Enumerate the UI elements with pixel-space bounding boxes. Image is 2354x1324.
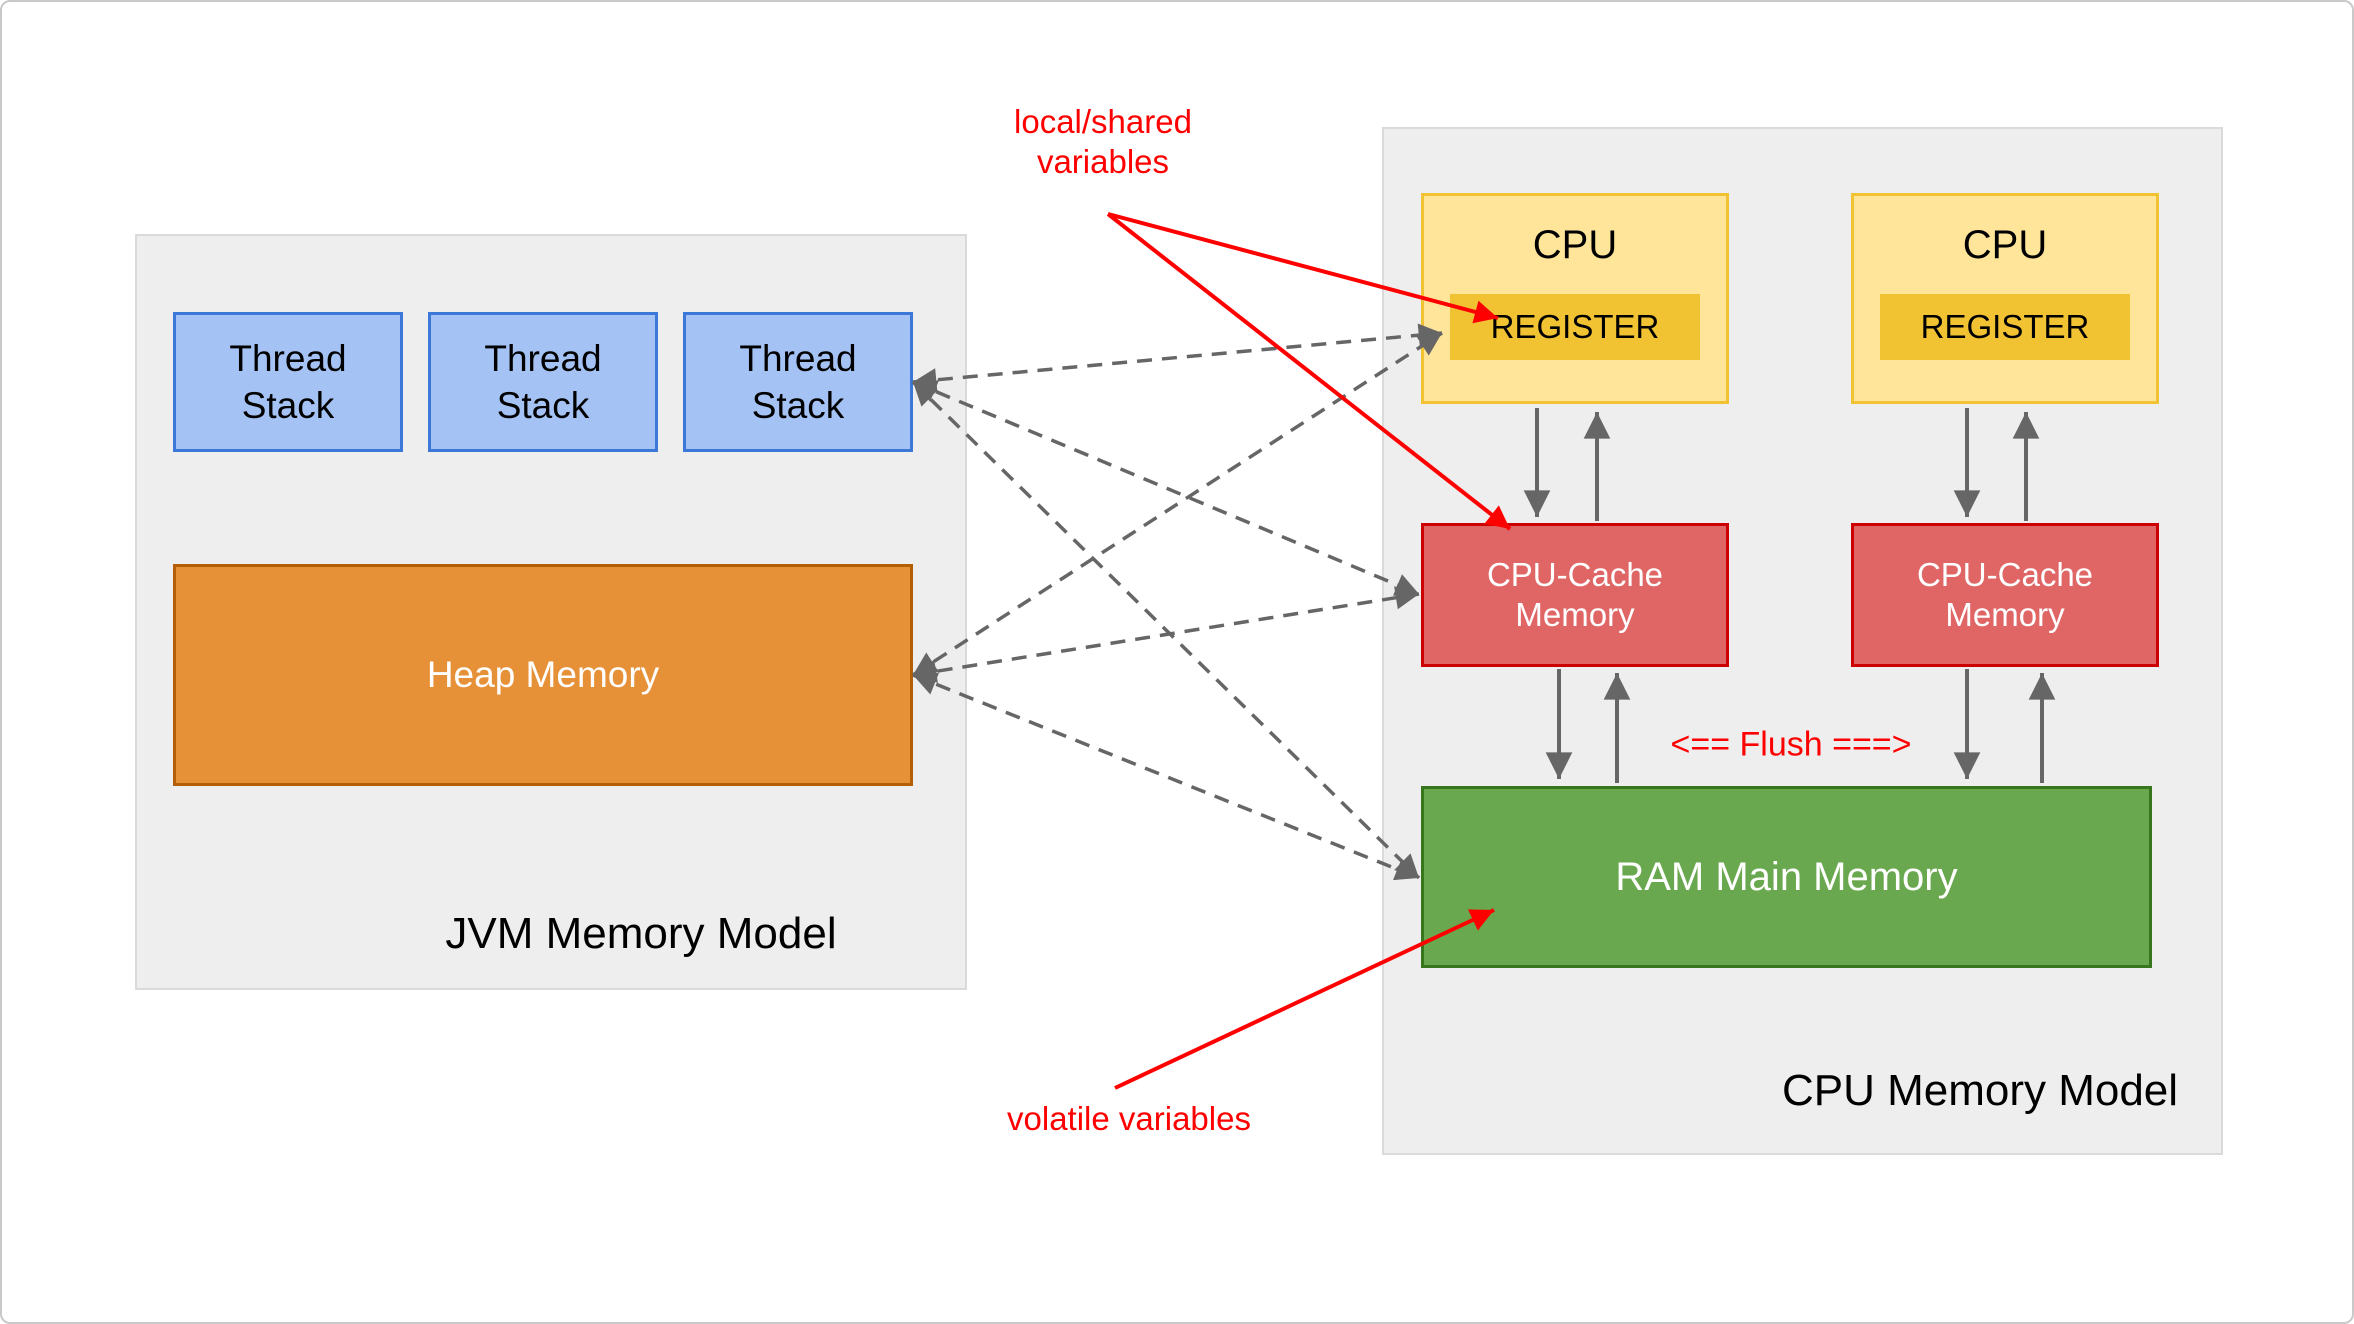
ram-main-memory-box: RAM Main Memory: [1421, 786, 2152, 968]
cpu-label: CPU: [1532, 222, 1618, 267]
dashed-arrow-heap-register: [912, 331, 1443, 677]
flush-label: <== Flush ===>: [1670, 725, 1912, 764]
register-box-1: REGISTER: [1450, 294, 1700, 360]
jvm-panel-title: JVM Memory Model: [445, 909, 837, 958]
register-label: REGISTER: [1920, 308, 2090, 345]
heap-memory-label: Heap Memory: [426, 654, 660, 695]
thread-stack-label: Thread Stack: [739, 338, 857, 426]
cpu-cache-label: CPU-Cache Memory: [1916, 556, 2094, 633]
cpu-cache-box-2: CPU-Cache Memory: [1851, 523, 2159, 667]
cpu-panel-title: CPU Memory Model: [1781, 1066, 2179, 1115]
thread-stack-label: Thread Stack: [229, 338, 347, 426]
thread-stack-box-2: Thread Stack: [428, 312, 658, 452]
cpu-box-2: CPU REGISTER: [1851, 193, 2159, 404]
heap-memory-box: Heap Memory: [173, 564, 913, 786]
cpu-box-1: CPU REGISTER: [1421, 193, 1729, 404]
thread-stack-label: Thread Stack: [484, 338, 602, 426]
cpu-cache-box-1: CPU-Cache Memory: [1421, 523, 1729, 667]
dashed-arrow-heap-cache: [912, 586, 1420, 683]
dashed-arrow-heap-ram: [912, 672, 1420, 881]
dashed-arrow-threadstack-cache: [912, 380, 1420, 596]
register-label: REGISTER: [1490, 308, 1660, 345]
dashed-connections: [911, 323, 1443, 881]
register-box-2: REGISTER: [1880, 294, 2130, 360]
annotation-volatile-variables: volatile variables: [1007, 1100, 1251, 1137]
dashed-arrow-threadstack-register: [912, 323, 1443, 392]
cpu-label: CPU: [1962, 222, 2048, 267]
thread-stack-box-1: Thread Stack: [173, 312, 403, 452]
cpu-cache-label: CPU-Cache Memory: [1486, 556, 1664, 633]
annotation-local-shared-variables: local/shared variables: [1014, 103, 1192, 180]
ram-main-memory-label: RAM Main Memory: [1615, 854, 1958, 899]
thread-stack-box-3: Thread Stack: [683, 312, 913, 452]
dashed-arrow-threadstack-ram: [911, 380, 1421, 880]
